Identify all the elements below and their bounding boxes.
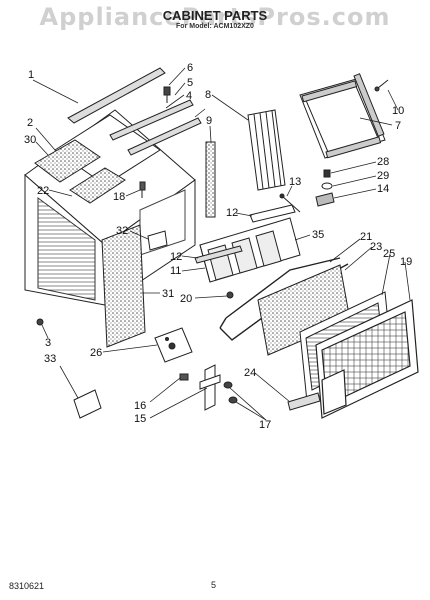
bracket-part-14 xyxy=(315,192,335,207)
document-number: 8310621 xyxy=(9,581,45,591)
page-number: 5 xyxy=(211,580,217,590)
callout-23: 23 xyxy=(370,241,382,253)
shroud-assembly-part-11 xyxy=(199,217,301,283)
callout-25: 25 xyxy=(383,248,395,260)
rail-part-4 xyxy=(127,117,202,156)
callout-11: 11 xyxy=(170,265,181,277)
callout-33: 33 xyxy=(44,353,56,365)
screw-part-18 xyxy=(139,181,146,198)
callout-13: 13 xyxy=(289,176,301,188)
strip-part-24 xyxy=(287,392,321,411)
callout-28: 28 xyxy=(377,156,389,168)
screw-part-28 xyxy=(323,169,331,178)
panel-part-33 xyxy=(73,389,102,419)
callout-29: 29 xyxy=(377,170,389,182)
feet-part-17 xyxy=(223,381,238,404)
callout-18: 18 xyxy=(113,191,125,203)
callout-10: 10 xyxy=(392,105,404,117)
cabinet-top-panel-2 xyxy=(34,114,161,204)
callout-16: 16 xyxy=(134,400,146,412)
callout-24: 24 xyxy=(244,367,256,379)
diagram-title: CABINET PARTS xyxy=(162,8,268,23)
callout-5: 5 xyxy=(187,77,193,89)
bracket-part-15 xyxy=(199,364,221,411)
callout-31: 31 xyxy=(162,288,174,300)
callout-12-upper: 12 xyxy=(226,207,238,219)
curtain-frame-part-7 xyxy=(299,73,386,159)
callout-20: 20 xyxy=(180,293,192,305)
motor-mount-part-26 xyxy=(154,327,193,363)
callout-numbers: 1 2 3 4 5 6 7 8 9 10 11 12 12 13 14 15 1… xyxy=(24,62,412,431)
callout-12-lower: 12 xyxy=(170,251,182,263)
callout-7: 7 xyxy=(395,120,401,132)
callout-6: 6 xyxy=(187,62,193,74)
pin-part-13 xyxy=(279,193,301,213)
front-grille-part-19 xyxy=(315,299,419,419)
callout-17: 17 xyxy=(259,419,271,431)
foot-part-16 xyxy=(179,373,189,381)
screw-part-10 xyxy=(374,79,389,92)
screw-part-3 xyxy=(36,318,44,326)
vertical-strip-part-9 xyxy=(205,141,216,218)
rail-part-5 xyxy=(109,99,194,141)
callout-8: 8 xyxy=(205,89,211,101)
callout-3: 3 xyxy=(45,337,51,349)
callout-15: 15 xyxy=(134,413,146,425)
callout-2: 2 xyxy=(27,117,33,129)
callout-14: 14 xyxy=(377,183,389,195)
filter-panel-part-31 xyxy=(101,224,146,348)
model-subtitle: For Model: ACM102XZ0 xyxy=(176,23,254,30)
watermark: AppliancePartsPros.com xyxy=(39,3,391,31)
callout-26: 26 xyxy=(90,347,102,359)
callout-22: 22 xyxy=(37,185,49,197)
callout-32: 32 xyxy=(116,225,128,237)
callout-21: 21 xyxy=(360,231,372,243)
callout-30: 30 xyxy=(24,134,36,146)
screw-part-20 xyxy=(226,291,234,299)
bracket-part-12-lower xyxy=(194,245,243,264)
screw-part-6 xyxy=(163,86,171,103)
callout-35: 35 xyxy=(312,229,324,241)
leader-lines xyxy=(32,67,411,421)
callout-1: 1 xyxy=(28,69,34,81)
side-curtain-part-8 xyxy=(247,109,286,191)
callout-19: 19 xyxy=(400,256,412,268)
bracket-part-12-upper xyxy=(249,204,296,223)
top-rail-part-1 xyxy=(67,67,166,124)
washer-part-29 xyxy=(321,182,333,190)
callout-9: 9 xyxy=(206,115,212,127)
callout-4: 4 xyxy=(186,90,192,102)
bracket-part-32 xyxy=(147,230,168,251)
